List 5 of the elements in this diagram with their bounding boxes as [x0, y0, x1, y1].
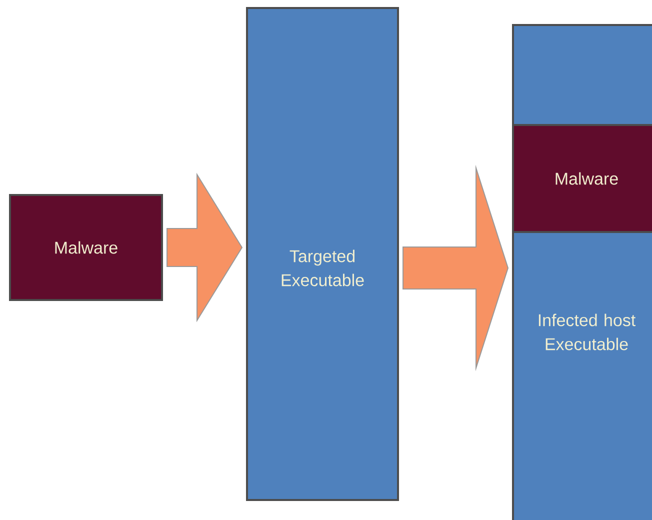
block-arrow: [402, 164, 509, 372]
executable-box: Targeted Executable: [246, 7, 399, 501]
block-arrow: [166, 172, 243, 322]
malware-box: Malware: [9, 194, 163, 301]
malware-band: Malware: [512, 124, 652, 233]
